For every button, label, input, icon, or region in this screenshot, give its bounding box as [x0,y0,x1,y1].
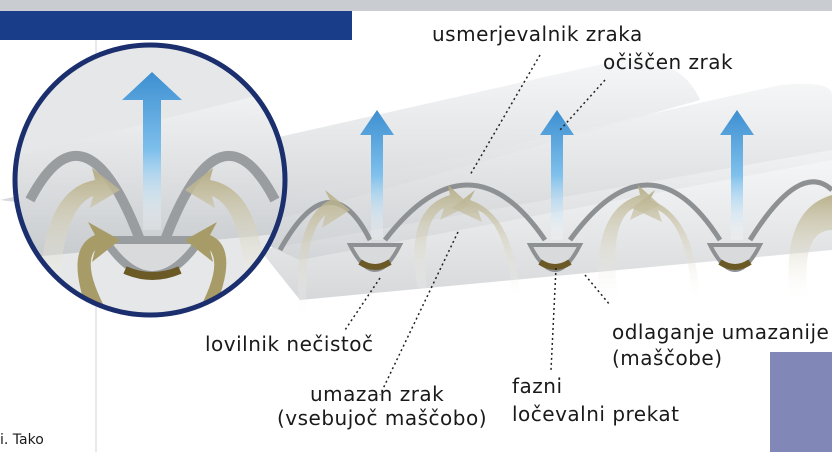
label-dirt-deposit-2: (maščobe) [612,348,723,368]
label-phase-1: fazni [512,376,563,396]
corner-box [770,352,832,452]
label-air-deflector: usmerjevalnik zraka [432,24,643,44]
label-dirty-air-2: (vsebujoč maščobo) [277,408,487,428]
label-phase-2: ločevalni prekat [512,404,679,424]
side-text: i. Tako [0,432,44,448]
label-clean-air: očiščen zrak [603,52,733,72]
magnified-view [0,45,320,330]
label-dirt-trap: lovilnik nečistoč [205,334,373,354]
label-dirty-air-1: umazan zrak [310,384,444,404]
label-dirt-deposit-1: odlaganje umazanije [612,322,829,342]
